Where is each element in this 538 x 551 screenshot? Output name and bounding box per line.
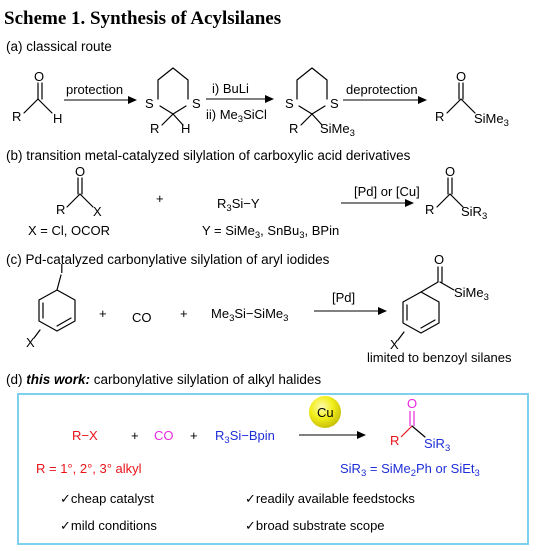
buli-label: i) BuLi [212,81,249,96]
co-c: CO [132,310,152,325]
svg-text:X: X [390,337,399,352]
co-d: CO [154,428,174,443]
dithiane-structure: S S R H [145,67,201,136]
section-d-label: (d) this work: carbonylative silylation … [6,372,321,387]
aryl-iodide-structure: I X [26,261,76,350]
svg-text:SiMe3: SiMe3 [454,285,489,303]
svg-text:O: O [456,69,466,84]
plus-d1: + [131,428,139,443]
acylsilane-structure-b: R O SiR3 [425,164,487,222]
disilane-reagent: Me3Si−SiMe3 [211,306,288,324]
svg-text:O: O [34,69,44,84]
y-definition: Y = SiMe3, SnBu3, BPin [202,223,339,241]
svg-text:SiMe3: SiMe3 [474,111,509,129]
benefit-cheap-catalyst: ✓cheap catalyst [60,491,154,506]
svg-text:X: X [26,335,35,350]
silylboronate-reagent: R3Si−Bpin [215,428,275,446]
svg-text:O: O [407,396,417,411]
cu-catalyst-label: Cu [317,405,334,420]
x-definition: X = Cl, OCOR [28,223,110,238]
plus-b: + [156,191,164,206]
svg-text:S: S [145,96,154,111]
svg-text:S: S [330,96,339,111]
svg-text:O: O [75,164,85,179]
svg-text:R: R [425,202,434,217]
scheme-title: Scheme 1. Synthesis of Acylsilanes [4,8,281,29]
benefit-feedstocks: ✓readily available feedstocks [245,491,415,506]
section-b-label: (b) transition metal-catalyzed silylatio… [6,148,411,163]
benefit-mild-conditions: ✓mild conditions [60,518,157,533]
svg-text:R: R [289,121,298,136]
section-c-label: (c) Pd-catalyzed carbonylative silylatio… [6,252,330,267]
me3sicl-label: ii) Me3SiCl [206,107,267,125]
aldehyde-structure: R O H [12,69,62,126]
silyl-reagent-b: R3Si−Y [217,196,260,214]
deprotection-label: deprotection [346,82,418,97]
benefit-substrate-scope: ✓broad substrate scope [245,518,385,533]
this-work-box [17,393,529,545]
acylsilane-product-d: R O SiR3 [390,396,450,454]
conditions-c: [Pd] [332,290,355,305]
r-definition: R = 1°, 2°, 3° alkyl [36,461,142,476]
svg-text:SiR3: SiR3 [461,204,487,222]
protection-label: protection [66,82,123,97]
svg-text:O: O [445,164,455,179]
svg-text:H: H [181,121,190,136]
acylsilane-structure-a: R O SiMe3 [435,69,509,129]
conditions-b: [Pd] or [Cu] [354,184,420,199]
svg-text:SiR3: SiR3 [424,436,450,454]
svg-text:R: R [12,109,21,124]
plus-d2: + [190,428,198,443]
benzoyl-limitation-note: limited to benzoyl silanes [367,350,512,365]
cu-catalyst-ball [309,396,341,428]
sir3-definition: SiR3 = SiMe2Ph or SiEt3 [340,461,480,479]
svg-text:R: R [435,109,444,124]
svg-text:S: S [192,96,201,111]
svg-text:R: R [390,433,399,448]
silyl-dithiane-structure: S S R SiMe3 [285,67,355,139]
svg-text:X: X [93,204,102,219]
svg-text:R: R [56,202,65,217]
svg-text:S: S [285,96,294,111]
svg-text:I: I [60,261,64,276]
svg-text:O: O [434,252,444,267]
svg-text:H: H [53,111,62,126]
section-a-label: (a) classical route [6,39,112,54]
plus-c2: + [180,306,188,321]
plus-c1: + [99,306,107,321]
acyl-derivative-structure: R O X [56,164,102,219]
benzoylsilane-structure: O SiMe3 X [390,252,489,352]
alkyl-halide: R−X [72,428,98,443]
svg-text:SiMe3: SiMe3 [320,121,355,139]
svg-text:R: R [150,121,159,136]
